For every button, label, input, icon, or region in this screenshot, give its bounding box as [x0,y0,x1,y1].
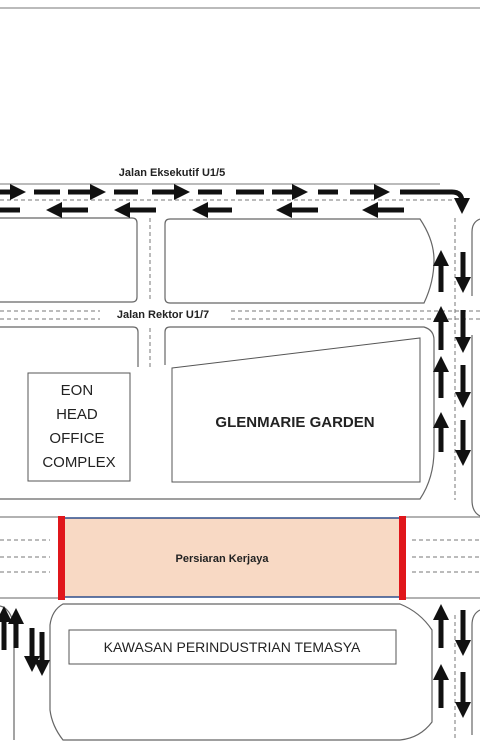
block-right-mid [471,335,480,517]
closure-bar-left [58,516,65,600]
eon-label-line-2: HEAD [56,406,98,423]
block-right-bottom [471,609,480,735]
closure-bar-right [399,516,406,600]
lane-lines [0,199,480,740]
eon-box [27,372,131,482]
city-blocks [0,217,480,741]
glenmarie-label: GLENMARIE GARDEN [215,414,374,431]
block-top-left [0,217,138,303]
road-label-jalan-eksekutif: Jalan Eksekutif U1/5 [119,167,225,179]
block-eon [0,326,139,367]
kawasan-box [68,629,397,665]
kawasan-label: KAWASAN PERINDUSTRIAN TEMASYA [104,639,361,655]
persiaran-kerjaya-area [61,517,403,598]
eon-label-line-1: EON [61,382,94,399]
glenmarie-box [171,337,421,483]
svg-text:EON HEAD OFFICE CO: EON HEAD OFFICE COMPLEX [42,382,115,471]
block-kawasan [49,603,433,741]
road-label-persiaran-kerjaya: Persiaran Kerjaya [176,553,270,565]
road-label-jalan-rektor: Jalan Rektor U1/7 [117,309,209,321]
block-top-middle [164,218,435,304]
arrow-corner [400,189,471,215]
eon-label-line-3: OFFICE [49,430,104,447]
traffic-arrows [0,183,472,719]
block-right-top [471,218,480,296]
eon-label-line-4: COMPLEX [42,454,115,471]
